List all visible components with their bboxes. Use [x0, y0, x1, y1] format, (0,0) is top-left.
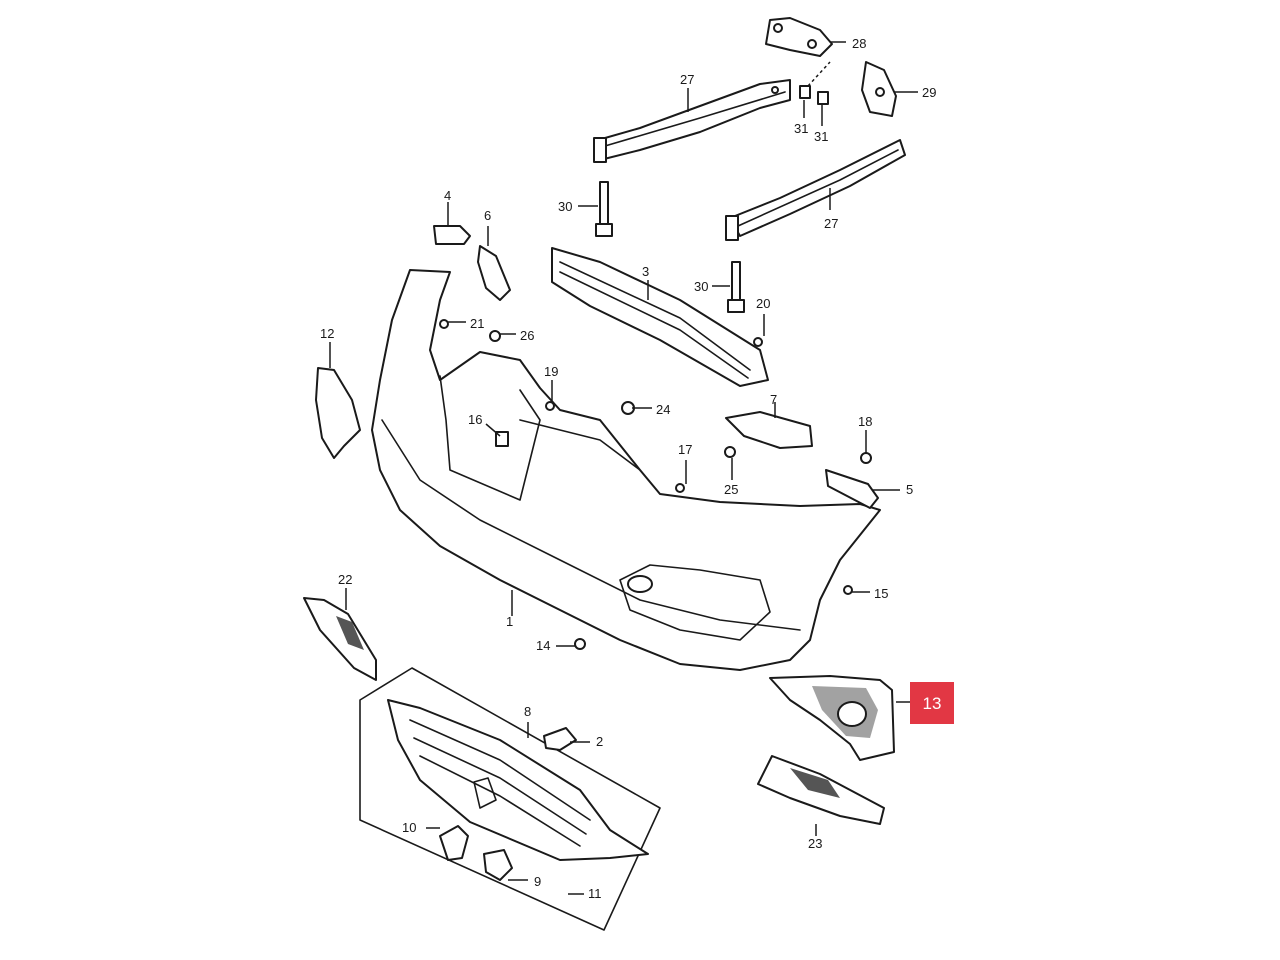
- callout-25: 25: [724, 482, 738, 497]
- reinforcement-bar-lower: [725, 139, 906, 241]
- bracket-5: [825, 469, 879, 509]
- callout-27-upper: 27: [680, 72, 694, 87]
- callout-11: 11: [588, 886, 602, 901]
- callout-2: 2: [596, 734, 603, 749]
- callout-20: 20: [756, 296, 770, 311]
- callout-5: 5: [906, 482, 913, 497]
- callout-30-lower: 30: [694, 279, 708, 294]
- cap-2: [543, 727, 577, 751]
- bolt-30-upper: [595, 181, 613, 237]
- fog-lamp-cover-13: [769, 675, 895, 761]
- callout-15: 15: [874, 586, 888, 601]
- bracket-6: [477, 245, 511, 301]
- fog-lamp-cover-22: [303, 597, 377, 681]
- callout-27-lower: 27: [824, 216, 838, 231]
- clip-4: [433, 225, 471, 245]
- side-bracket-12: [315, 367, 361, 459]
- callout-10: 10: [402, 820, 416, 835]
- bracket-29: [861, 61, 897, 117]
- callout-6: 6: [484, 208, 491, 223]
- callout-labels: 1 2 3 4 5 6 7 8 9 10 11 12 14 15 16 17 1…: [320, 36, 936, 901]
- screws: [439, 319, 872, 650]
- callout-21: 21: [470, 316, 484, 331]
- emblem-10: [439, 825, 469, 861]
- callout-22: 22: [338, 572, 352, 587]
- callout-30-upper: 30: [558, 199, 572, 214]
- bumper-cover-1: [371, 269, 881, 671]
- callout-7: 7: [770, 392, 777, 407]
- callout-19: 19: [544, 364, 558, 379]
- callout-9: 9: [534, 874, 541, 889]
- bolt-30-lower: [727, 261, 745, 313]
- bracket-7: [725, 411, 813, 449]
- highlight-label: 13: [923, 694, 942, 713]
- callout-14: 14: [536, 638, 550, 653]
- bracket-9: [483, 849, 513, 881]
- callout-28: 28: [852, 36, 866, 51]
- callout-4: 4: [444, 188, 451, 203]
- grille-8: [387, 699, 649, 861]
- grille-frame: [359, 667, 661, 931]
- callout-26: 26: [520, 328, 534, 343]
- highlight-callout-13: 13: [910, 682, 954, 724]
- callout-31-left: 31: [794, 121, 808, 136]
- callout-1: 1: [506, 614, 513, 629]
- callout-31-right: 31: [814, 129, 828, 144]
- callout-17: 17: [678, 442, 692, 457]
- leader-lines: [329, 41, 918, 895]
- bracket-28: [765, 17, 833, 57]
- upper-grille-3: [551, 247, 769, 387]
- callout-16: 16: [468, 412, 482, 427]
- bolt-31: [799, 61, 831, 105]
- callout-23: 23: [808, 836, 822, 851]
- callout-29: 29: [922, 85, 936, 100]
- callout-3: 3: [642, 264, 649, 279]
- callout-8: 8: [524, 704, 531, 719]
- reinforcement-bar-upper: [593, 79, 791, 163]
- callout-18: 18: [858, 414, 872, 429]
- fog-lamp-cover-23: [757, 755, 885, 825]
- callout-12: 12: [320, 326, 334, 341]
- callout-24: 24: [656, 402, 670, 417]
